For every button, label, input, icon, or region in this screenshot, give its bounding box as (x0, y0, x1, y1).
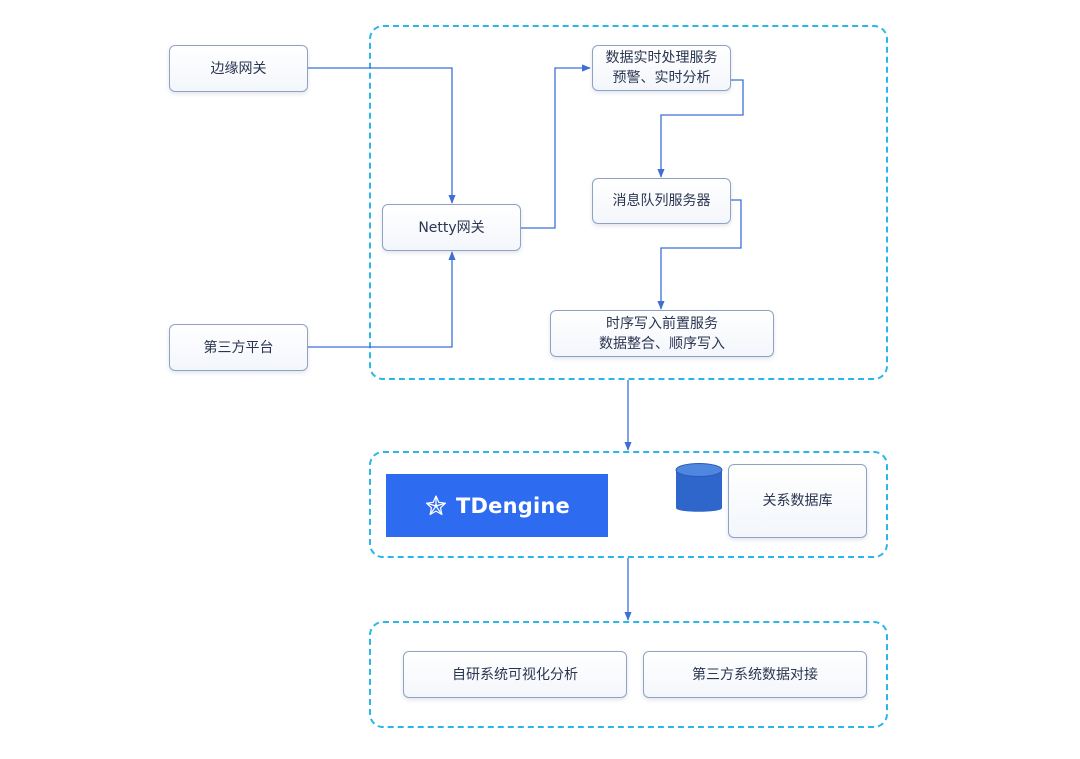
realtime-service-title: 数据实时处理服务 (605, 50, 718, 66)
third-party-dock-node: 第三方系统数据对接 (643, 651, 867, 698)
message-queue-node: 消息队列服务器 (592, 178, 731, 224)
storage-group (369, 451, 888, 558)
third-party-dock-label: 第三方系统数据对接 (692, 666, 818, 683)
realtime-service-subtitle: 预警、实时分析 (612, 70, 711, 86)
tdengine-logo-block: TDengine (386, 474, 608, 537)
edge-gateway-label: 边缘网关 (210, 60, 267, 77)
ts-write-service-node: 时序写入前置服务 数据整合、顺序写入 (550, 310, 774, 357)
third-party-platform-label: 第三方平台 (203, 339, 274, 356)
netty-gateway-node: Netty网关 (382, 204, 521, 251)
ts-write-service-subtitle: 数据整合、顺序写入 (599, 335, 725, 352)
tdengine-brand-text: TDengine (456, 493, 570, 518)
netty-gateway-label: Netty网关 (418, 219, 485, 236)
self-visual-analysis-node: 自研系统可视化分析 (403, 651, 627, 698)
edge-gateway-node: 边缘网关 (169, 45, 308, 92)
third-party-platform-node: 第三方平台 (169, 324, 308, 371)
relational-db-node: 关系数据库 (728, 464, 867, 538)
realtime-service-node: 数据实时处理服务 预警、实时分析 (592, 45, 731, 91)
self-visual-analysis-label: 自研系统可视化分析 (452, 666, 578, 683)
message-queue-label: 消息队列服务器 (612, 193, 711, 209)
database-icon (675, 463, 723, 512)
tdengine-logo-icon (425, 494, 447, 515)
ts-write-service-title: 时序写入前置服务 (606, 315, 718, 332)
relational-db-label: 关系数据库 (762, 493, 833, 509)
application-group (369, 621, 888, 728)
